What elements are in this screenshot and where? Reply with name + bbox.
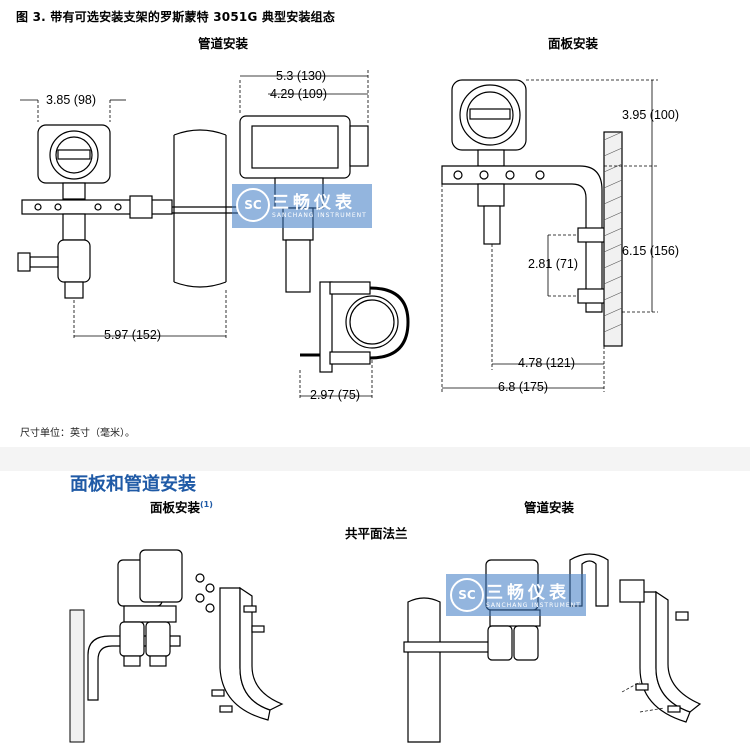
panel-mount-label: 面板安装(1) [150, 497, 213, 516]
flange-label: 共平面法兰 [345, 526, 408, 541]
panel-mount-label-top: 面板安装 [548, 36, 599, 51]
pipe-mount-drawing [17, 70, 658, 398]
units-note: 尺寸单位：英寸（毫米）。 [20, 428, 135, 439]
dim-5-3: 5.3 (130) [276, 69, 327, 83]
watermark-top: SC 三畅仪表 SANCHANG INSTRUMENT [232, 184, 372, 228]
separator-strip [0, 447, 750, 471]
watermark-logo-bottom: SC [450, 578, 484, 612]
dim-4-29: 4.29 (109) [270, 87, 327, 101]
watermark-text-bottom: 三畅仪表 [486, 583, 570, 603]
watermark-subtext-bottom: SANCHANG INSTRUMENT [486, 602, 581, 609]
watermark-logo: SC [236, 188, 270, 222]
section-title: 面板和管道安装 [70, 474, 196, 495]
dim-2-97: 2.97 (75) [310, 388, 361, 402]
dim-4-78: 4.78 (121) [518, 356, 575, 370]
panel-mount-label-text: 面板安装 [150, 500, 201, 515]
watermark-bottom: SC 三畅仪表 SANCHANG INSTRUMENT [446, 574, 586, 616]
pipe-mount-label-top: 管道安装 [198, 36, 249, 51]
dim-5-97: 5.97 (152) [104, 328, 161, 342]
watermark-subtext: SANCHANG INSTRUMENT [272, 212, 367, 219]
dim-3-95: 3.95 (100) [622, 108, 679, 122]
footnote-marker: (1) [200, 499, 213, 509]
figure-title: 图 3. 带有可选安装支架的罗斯蒙特 3051G 典型安装组态 [16, 10, 336, 24]
pipe-mount-label: 管道安装 [524, 500, 575, 515]
dim-6-15: 6.15 (156) [622, 244, 679, 258]
dim-3-85: 3.85 (98) [46, 93, 97, 107]
dim-2-81: 2.81 (71) [528, 257, 579, 271]
watermark-text: 三畅仪表 [272, 193, 356, 213]
dim-6-8: 6.8 (175) [498, 380, 549, 394]
